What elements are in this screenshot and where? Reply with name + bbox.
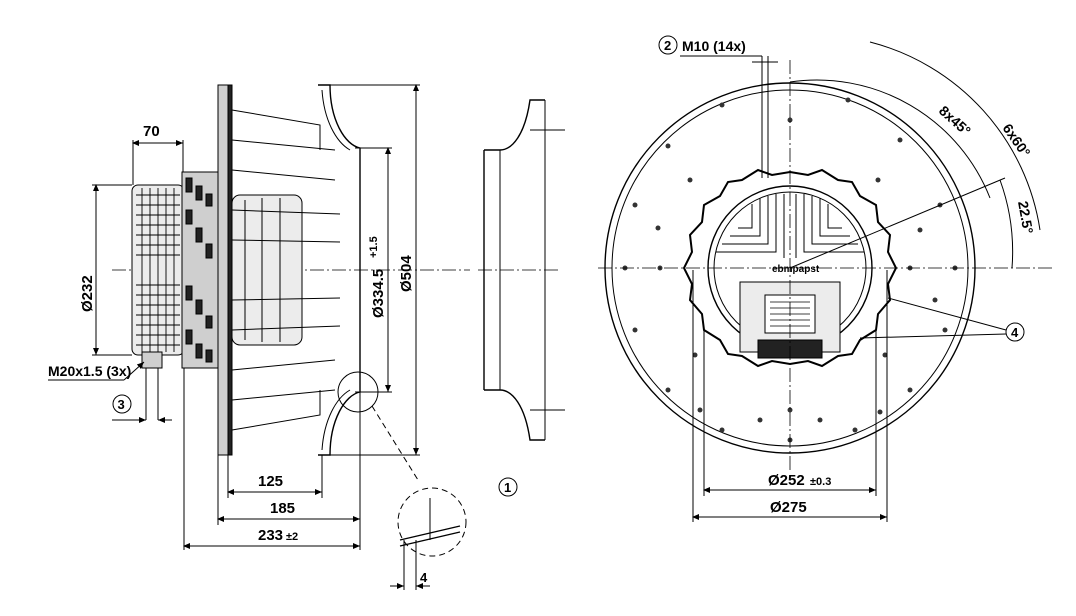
dim-504-label: Ø504 — [398, 255, 415, 292]
dim-232: Ø232 — [79, 184, 132, 356]
m10-label: M10 (14x) — [682, 38, 746, 54]
wiring-pattern — [716, 194, 864, 258]
dim-3345-tol: +1.5 — [368, 236, 380, 258]
dim-275-label: Ø275 — [770, 499, 807, 516]
motor-body — [131, 171, 223, 420]
callout-3: 3 — [112, 394, 172, 423]
cable-gland-label: M20x1.5 (3x) — [48, 363, 131, 379]
inlet-ring — [478, 99, 565, 441]
dim-504: Ø504 — [330, 84, 420, 456]
impeller-side — [217, 84, 419, 481]
dim-275: Ø275 — [692, 270, 888, 522]
angle-6x60-label: 6x60° — [1000, 121, 1034, 160]
callout-4: 4 — [859, 297, 1025, 342]
dim-185-label: 185 — [270, 500, 295, 517]
side-view: 70 Ø232 M20x1.5 (3x) 3 Ø33 — [48, 84, 565, 590]
dim-3345-value: Ø334.5 — [370, 269, 387, 318]
brand-logo: ebmpapst — [772, 264, 820, 275]
callout-1-label: 1 — [504, 480, 511, 495]
cable-gland-label-group: M20x1.5 (3x) — [48, 361, 145, 381]
dim-252: Ø252 ±0.3 — [703, 330, 877, 496]
callout-2: 2 M10 (14x) — [658, 35, 778, 178]
dim-252-tol: ±0.3 — [810, 476, 831, 488]
dim-70: 70 — [132, 123, 184, 185]
angle-dims: 8x45° 6x60° 22.5° — [789, 41, 1041, 269]
dim-232-label: Ø232 — [79, 275, 96, 312]
callout-4-label: 4 — [1011, 325, 1019, 340]
dim-3345: Ø334.5 +1.5 — [355, 147, 392, 393]
detail-view: 4 — [390, 487, 467, 590]
detail-4-label: 4 — [420, 570, 428, 585]
dim-70-label: 70 — [143, 123, 160, 140]
front-view: ebmpapst 2 M10 (14x) — [598, 35, 1055, 522]
angle-8x45-label: 8x45° — [936, 102, 974, 138]
angle-225-label: 22.5° — [1015, 200, 1036, 235]
dim-233-tol: ±2 — [286, 531, 298, 543]
dim-233-value: 233 — [258, 527, 283, 544]
dim-125-label: 125 — [258, 473, 283, 490]
dim-depths: 125 185 233 ±2 — [183, 368, 361, 550]
callout-3-label: 3 — [118, 397, 125, 412]
callout-2-label: 2 — [664, 38, 671, 53]
dim-252-value: Ø252 — [768, 472, 805, 489]
callout-1: 1 — [498, 477, 518, 497]
